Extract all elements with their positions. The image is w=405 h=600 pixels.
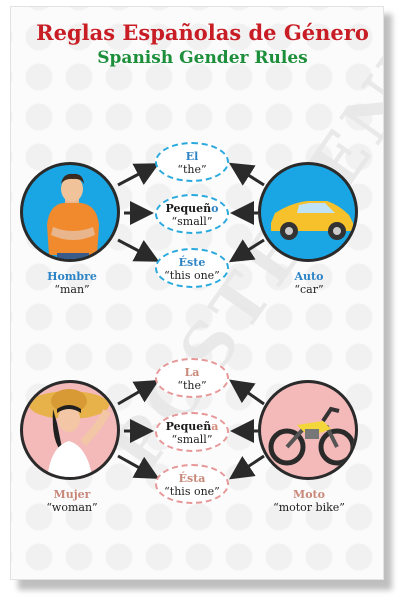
page-title: Reglas Españolas de Género (36, 20, 369, 45)
man-caption: Hombre “man” (17, 270, 127, 296)
man-icon (47, 173, 99, 259)
motorbike-picture (258, 380, 358, 480)
poster: POSTERENVY (10, 6, 384, 580)
oval-este-ending: e (198, 256, 206, 269)
oval-esta-stem: Ést (178, 472, 199, 485)
oval-pequena-translation: “small” (171, 433, 213, 446)
oval-pequeno-translation: “small” (171, 215, 213, 228)
oval-la-word: La (184, 366, 200, 379)
woman-picture (20, 380, 120, 480)
car-icon (271, 201, 353, 240)
woman-caption: Mujer “woman” (17, 488, 127, 514)
oval-la-translation: “the” (177, 379, 207, 392)
oval-el: El “the” (155, 142, 229, 182)
woman-icon (29, 389, 111, 477)
motorbike-caption: Moto “motor bike” (254, 488, 364, 514)
motorbike-translation: “motor bike” (273, 501, 345, 514)
oval-pequena: Pequeña “small” (155, 412, 229, 452)
oval-esta-translation: “this one” (164, 485, 220, 498)
oval-el-word: El (185, 150, 199, 163)
man-word: Hombre (47, 270, 97, 283)
woman-word: Mujer (53, 488, 91, 501)
motorbike-word: Moto (293, 488, 325, 501)
oval-este-translation: “this one” (164, 269, 220, 282)
man-picture (20, 162, 120, 262)
car-caption: Auto “car” (254, 270, 364, 296)
man-translation: “man” (54, 283, 90, 296)
page-subtitle: Spanish Gender Rules (97, 48, 308, 68)
oval-pequena-ending: a (211, 420, 219, 433)
oval-el-translation: “the” (177, 163, 207, 176)
oval-pequeno-ending: o (211, 202, 219, 215)
oval-la: La “the” (155, 358, 229, 398)
car-picture (258, 162, 358, 262)
woman-translation: “woman” (46, 501, 98, 514)
oval-esta-ending: a (198, 472, 206, 485)
oval-pequena-stem: Pequeñ (165, 420, 212, 433)
car-translation: “car” (294, 283, 324, 296)
oval-esta: Ésta “this one” (155, 464, 229, 504)
car-word: Auto (294, 270, 324, 283)
oval-pequeno-stem: Pequeñ (165, 202, 212, 215)
oval-este: Éste “this one” (155, 248, 229, 288)
oval-este-stem: Ést (178, 256, 199, 269)
oval-pequeno: Pequeño “small” (155, 194, 229, 234)
